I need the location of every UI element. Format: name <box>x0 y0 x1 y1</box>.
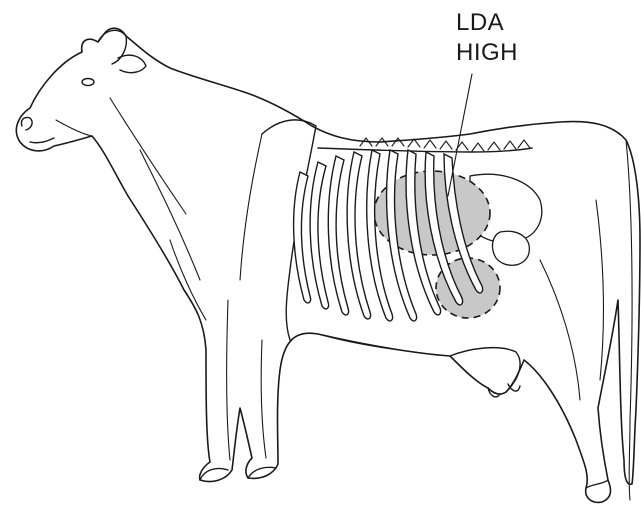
cow-body-outline <box>16 28 640 502</box>
intestine-outline <box>493 231 530 265</box>
label-line-1: LDA <box>456 8 518 38</box>
label-line-2: HIGH <box>456 38 518 68</box>
lda-label: LDA HIGH <box>456 8 518 68</box>
